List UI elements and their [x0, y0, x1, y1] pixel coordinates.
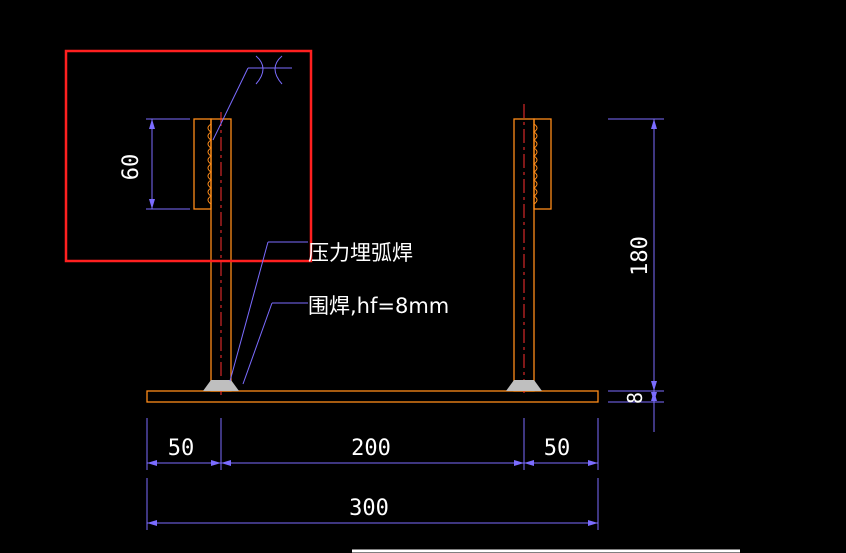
spacing-dimensions — [146, 418, 599, 470]
highlight-box — [64, 49, 313, 263]
weld-length-label: 60 — [119, 154, 144, 181]
left-weld-plate — [193, 118, 212, 210]
right-weld-bead-symbol — [533, 123, 538, 205]
plate-thickness-label: 8 — [623, 392, 647, 404]
right-stud — [506, 104, 552, 395]
weld-length-dimension — [146, 118, 190, 210]
left-weld-bead-symbol — [207, 123, 212, 205]
pressure-weld-note: 压力埋弧焊 — [308, 241, 413, 265]
right-weld-plate — [533, 118, 552, 210]
total-width-label: 300 — [349, 496, 389, 521]
base-plate — [146, 390, 599, 403]
center-span-label: 200 — [351, 436, 391, 461]
right-offset-label: 50 — [544, 436, 571, 461]
weld-symbol-leader — [212, 55, 292, 141]
left-offset-label: 50 — [168, 436, 195, 461]
left-stud — [193, 112, 239, 395]
stud-height-label: 180 — [628, 236, 653, 276]
left-stud-weld-fillet — [203, 380, 239, 391]
right-stud-weld-fillet — [506, 380, 542, 391]
height-dimensions — [608, 118, 664, 432]
total-width-dimension — [146, 478, 599, 530]
fillet-weld-note: 围焊,hf=8mm — [308, 294, 449, 318]
annotation-leaders — [229, 241, 308, 385]
